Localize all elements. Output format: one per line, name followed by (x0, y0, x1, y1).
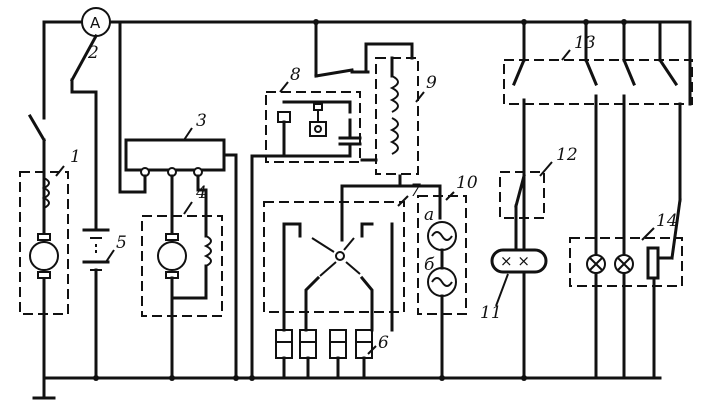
label-14: 14 (656, 211, 678, 231)
label-7: 7 (410, 181, 421, 201)
ammeter-lead (69, 33, 99, 83)
label-13: 13 (574, 33, 596, 53)
spark-plug-2 (299, 329, 317, 359)
unit-1-box (19, 171, 69, 315)
label-12: 12 (556, 145, 578, 165)
unit-14-box (569, 237, 683, 287)
spark-plugs (275, 329, 373, 380)
label-2: 2 (87, 43, 99, 63)
ammeter-symbol: A (90, 14, 101, 32)
unit-13-box (503, 59, 693, 105)
label-8: 8 (290, 65, 301, 85)
distributor-contact-1 (282, 222, 302, 238)
label-10: 10 (456, 173, 478, 193)
unit-7-box (263, 201, 405, 313)
indicator-lamp-1 (586, 254, 606, 274)
spark-plug-1 (275, 329, 293, 359)
label-3: 3 (196, 111, 207, 131)
unit-12-box (499, 171, 545, 219)
label-4: 4 (195, 183, 207, 203)
unit-1-motor (29, 241, 59, 271)
label-6: 6 (378, 333, 389, 353)
unit-9-box (375, 57, 419, 175)
switch-blade (27, 113, 47, 143)
label-5: 5 (116, 233, 127, 253)
unit-4-box (141, 215, 223, 317)
unit-4-field-coil (203, 235, 212, 267)
label-11: 11 (480, 303, 502, 323)
indicator-resistor (646, 246, 660, 280)
unit-11-horn (490, 248, 548, 274)
unit-8-box (265, 91, 361, 163)
unit-1-coil (41, 177, 50, 209)
spark-plug-3 (329, 329, 347, 359)
label-1: 1 (70, 147, 81, 167)
unit-8-contact (314, 68, 354, 78)
unit-9-secondary (389, 117, 399, 155)
distributor-rotor (335, 251, 345, 261)
label-9: 9 (426, 73, 437, 93)
unit-12-contact (514, 174, 526, 208)
label-b: б (424, 255, 435, 275)
label-a: а (424, 205, 434, 225)
unit-9-primary (389, 75, 399, 113)
unit-4-generator (157, 241, 187, 271)
unit-3-regulator (124, 138, 226, 172)
indicator-lamp-2 (614, 254, 634, 274)
svg-text:× ×: × × (500, 252, 530, 270)
